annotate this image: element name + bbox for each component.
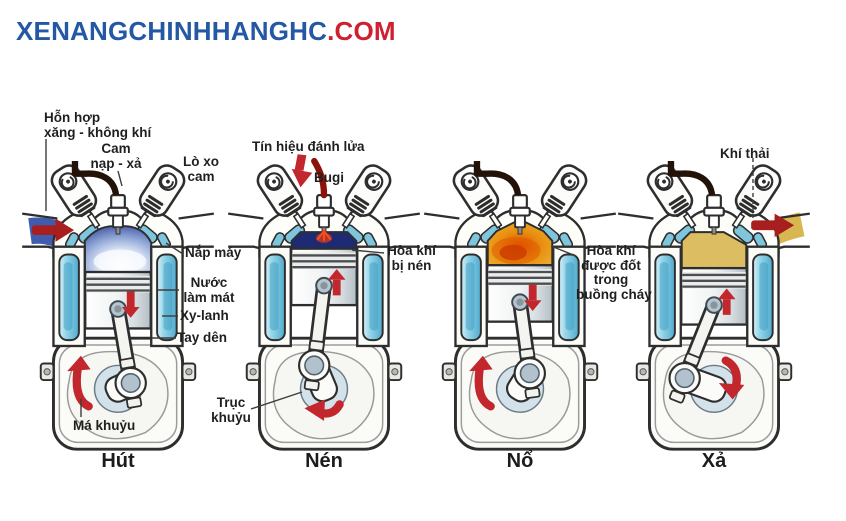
label-line: Nước	[190, 275, 228, 290]
piston-motion-arrow	[717, 288, 736, 315]
label-cam-spring: Lò xo cam	[176, 154, 226, 184]
crank-rotation-arrow	[304, 399, 344, 421]
spark-plug	[313, 194, 335, 235]
engine-diagram-intake-stroke	[22, 161, 214, 455]
intake-flow-arrow	[31, 218, 74, 242]
engine-diagram-compression-stroke	[228, 154, 420, 455]
crank-rotation-arrow	[67, 355, 93, 411]
crank-rotation-arrow	[469, 355, 495, 411]
valve-rocker-right	[341, 164, 392, 229]
label-cylinder: Xy-lanh	[180, 308, 229, 323]
label-intake-exhaust-cam: Cam nạp - xả	[74, 141, 158, 171]
label-line: Hòa khí	[586, 243, 636, 258]
spark-plug	[703, 194, 725, 235]
valve-rocker-left	[50, 164, 101, 229]
valve-rocker-right	[731, 164, 782, 229]
label-coolant: Nước làm mát	[180, 275, 238, 305]
label-fuel-air-mixture: Hỗn hợp xăng - không khí	[44, 110, 152, 140]
label-line: Cam	[101, 141, 131, 156]
label-line: buồng cháy	[576, 286, 652, 302]
valve-rocker-left	[452, 164, 503, 229]
spark-plug	[509, 194, 531, 235]
piston-motion-arrow	[121, 291, 140, 318]
piston-motion-arrow	[523, 284, 542, 311]
ignition-wire	[473, 161, 522, 196]
label-line: trong	[593, 272, 629, 288]
stroke-caption-intake: Hút	[101, 450, 135, 472]
stroke-caption-compression: Nén	[305, 450, 343, 472]
label-spark-plug: Bugi	[314, 170, 344, 185]
label-burned-mixture: Hòa khí được đốt trong buồng cháy	[576, 243, 652, 302]
crank-rotation-arrow	[718, 356, 745, 400]
valve-rocker-left	[646, 164, 697, 229]
valve-rocker-left	[256, 164, 307, 229]
site-logo: XENANGCHINHHANGHC.COM	[16, 16, 396, 47]
label-line: làm mát	[183, 289, 235, 305]
spark	[316, 229, 332, 241]
engine-diagram-power-stroke	[424, 161, 616, 455]
crankshaft	[519, 347, 541, 399]
valve-rocker-right	[135, 164, 186, 229]
ignition-wire	[71, 161, 120, 196]
label-line: xăng - không khí	[44, 124, 152, 140]
label-ignition-signal: Tín hiệu đánh lửa	[252, 139, 365, 154]
stroke-caption-power: Nổ	[506, 450, 534, 472]
label-crank-web: Má khuỷu	[73, 418, 136, 433]
label-cylinder-head: Nắp máy	[185, 245, 242, 260]
ignition-wire	[667, 161, 716, 196]
label-line: nạp - xả	[90, 155, 142, 171]
label-line: cam	[187, 168, 215, 184]
engine-diagram-exhaust-stroke	[618, 161, 810, 455]
exhaust-flow-arrow	[751, 213, 795, 237]
stroke-caption-exhaust: Xả	[701, 450, 727, 472]
label-line: Hỗn hợp	[44, 110, 101, 125]
ignition-wire	[311, 157, 328, 199]
crankshaft	[119, 357, 143, 409]
label-exhaust-gas: Khí thải	[720, 146, 770, 161]
label-line: khuỷu	[211, 409, 251, 425]
label-line: được đốt	[581, 257, 641, 273]
label-crankshaft: Trục khuỷu	[210, 395, 252, 425]
piston-motion-arrow	[327, 269, 346, 296]
spark-plug	[107, 194, 129, 235]
site-logo-main: XENANGCHINHHANGHC	[16, 16, 328, 46]
ignition-signal-arrow	[291, 154, 313, 188]
site-logo-tld: .COM	[327, 16, 396, 46]
crankshaft	[303, 339, 325, 392]
label-compressed-mixture: Hòa khí bị nén	[383, 243, 440, 273]
label-line: Trục	[216, 395, 246, 410]
label-line: bị nén	[391, 257, 432, 273]
valve-rocker-right	[537, 164, 588, 229]
label-connecting-rod: Tay dên	[177, 330, 228, 345]
label-line: Hòa khí	[387, 243, 436, 258]
label-line: Lò xo	[183, 154, 219, 169]
